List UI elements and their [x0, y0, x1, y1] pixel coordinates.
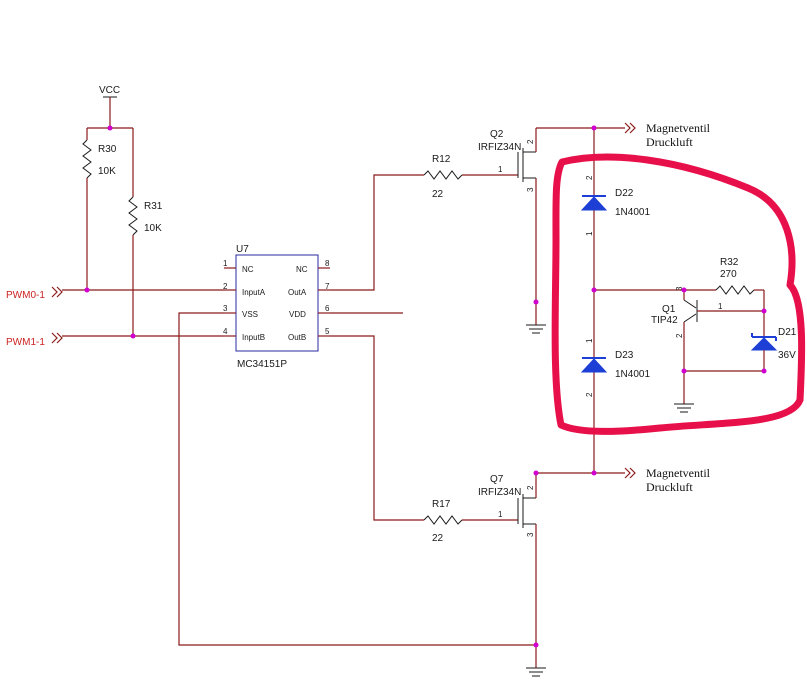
vcc-label: VCC — [99, 85, 120, 96]
r17-ref: R17 — [432, 499, 451, 510]
u7-pin4-num: 4 — [223, 327, 228, 336]
output-top-line1: Magnetventil — [646, 121, 711, 135]
mosfet-q7: Q7 IRFIZ34N 2 3 — [478, 473, 537, 668]
resistor-r30: R30 10K — [82, 128, 117, 290]
r17-value: 22 — [432, 533, 444, 544]
pwm0-label: PWM0-1 — [6, 290, 45, 301]
mosfet-q2: Q2 IRFIZ34N 2 3 — [478, 128, 537, 325]
q2-gate-pin: 1 — [498, 165, 503, 174]
d23-pin-top: 1 — [585, 338, 594, 343]
u7-ref: U7 — [236, 244, 249, 255]
q2-drain-pin: 2 — [526, 139, 535, 144]
u7-pin7-name: OutA — [288, 288, 307, 297]
u7-pin6-name: VDD — [289, 310, 306, 319]
u7-pin6-num: 6 — [325, 304, 330, 313]
d22-part: 1N4001 — [615, 207, 650, 218]
d21-ref: D21 — [778, 327, 797, 338]
q2-ref: Q2 — [490, 129, 504, 140]
clamp-circuit: R32 270 Q1 TIP42 1 2 3 D21 36V — [594, 257, 797, 404]
q1-base-pin: 1 — [718, 302, 723, 311]
ic-u7: U7 MC34151P 1 2 3 4 8 7 6 5 NC InputA VS… — [223, 244, 330, 370]
q7-ref: Q7 — [490, 474, 504, 485]
q2-part: IRFIZ34N — [478, 142, 521, 153]
r12-value: 22 — [432, 189, 444, 200]
q1-collector-pin: 2 — [675, 333, 684, 338]
r30-value: 10K — [98, 166, 116, 177]
vss-return-wire — [178, 312, 536, 646]
output-top-line2: Druckluft — [646, 135, 693, 149]
d23-part: 1N4001 — [615, 369, 650, 380]
q7-gate-pin: 1 — [498, 510, 503, 519]
r30-ref: R30 — [98, 144, 117, 155]
d22-ref: D22 — [615, 188, 634, 199]
u7-pin4-name: InputB — [242, 333, 265, 342]
vcc-rail: VCC — [87, 85, 133, 129]
gate-drive-a: R12 22 1 — [330, 154, 518, 291]
q1-ref: Q1 — [662, 304, 676, 315]
d22-pin-bottom: 1 — [585, 231, 594, 236]
d23-pin-bottom: 2 — [585, 392, 594, 397]
u7-pin3-num: 3 — [223, 304, 228, 313]
u7-pin5-name: OutB — [288, 333, 306, 342]
diode-d23: D23 1N4001 1 2 — [580, 338, 650, 397]
q1-emitter-pin: 3 — [675, 286, 684, 291]
q1-part: TIP42 — [651, 315, 678, 326]
u7-pin1-name: NC — [242, 265, 254, 274]
u7-pin8-name: NC — [296, 265, 308, 274]
q7-source-pin: 3 — [526, 532, 535, 537]
u7-pin8-num: 8 — [325, 259, 330, 268]
output-bottom-line2: Druckluft — [646, 480, 693, 494]
diode-d22: D22 1N4001 2 1 — [580, 175, 650, 236]
r31-value: 10K — [144, 223, 162, 234]
d21-value: 36V — [778, 350, 796, 361]
r32-value: 270 — [720, 269, 737, 280]
junction-dots — [84, 125, 767, 648]
r32-ref: R32 — [720, 257, 739, 268]
u7-pin1-num: 1 — [223, 259, 228, 268]
u7-pin3-name: VSS — [242, 310, 258, 319]
output-bottom-line1: Magnetventil — [646, 466, 711, 480]
r31-ref: R31 — [144, 201, 163, 212]
ground-symbol-q2 — [526, 324, 546, 334]
pwm1-label: PWM1-1 — [6, 337, 45, 348]
gate-drive-b: R17 22 1 — [330, 335, 518, 544]
u7-pin5-num: 5 — [325, 327, 330, 336]
q2-source-pin: 3 — [526, 187, 535, 192]
d23-ref: D23 — [615, 350, 634, 361]
r12-ref: R12 — [432, 154, 451, 165]
output-top: Magnetventil Druckluft — [536, 121, 711, 149]
u7-pin7-num: 7 — [325, 282, 330, 291]
port-pwm0: PWM0-1 — [6, 286, 224, 301]
q7-part: IRFIZ34N — [478, 487, 521, 498]
u7-pin2-num: 2 — [223, 282, 228, 291]
ground-symbol-q1 — [674, 403, 694, 413]
output-bottom: Magnetventil Druckluft — [536, 466, 711, 494]
port-pwm1: PWM1-1 — [6, 332, 224, 348]
highlight-annotation — [551, 153, 806, 435]
u7-pin2-name: InputA — [242, 288, 266, 297]
ground-symbol-bottom — [526, 667, 546, 677]
u7-part: MC34151P — [237, 359, 287, 370]
q7-drain-pin: 2 — [526, 485, 535, 490]
d22-pin-top: 2 — [585, 175, 594, 180]
resistor-r31: R31 10K — [128, 128, 163, 336]
